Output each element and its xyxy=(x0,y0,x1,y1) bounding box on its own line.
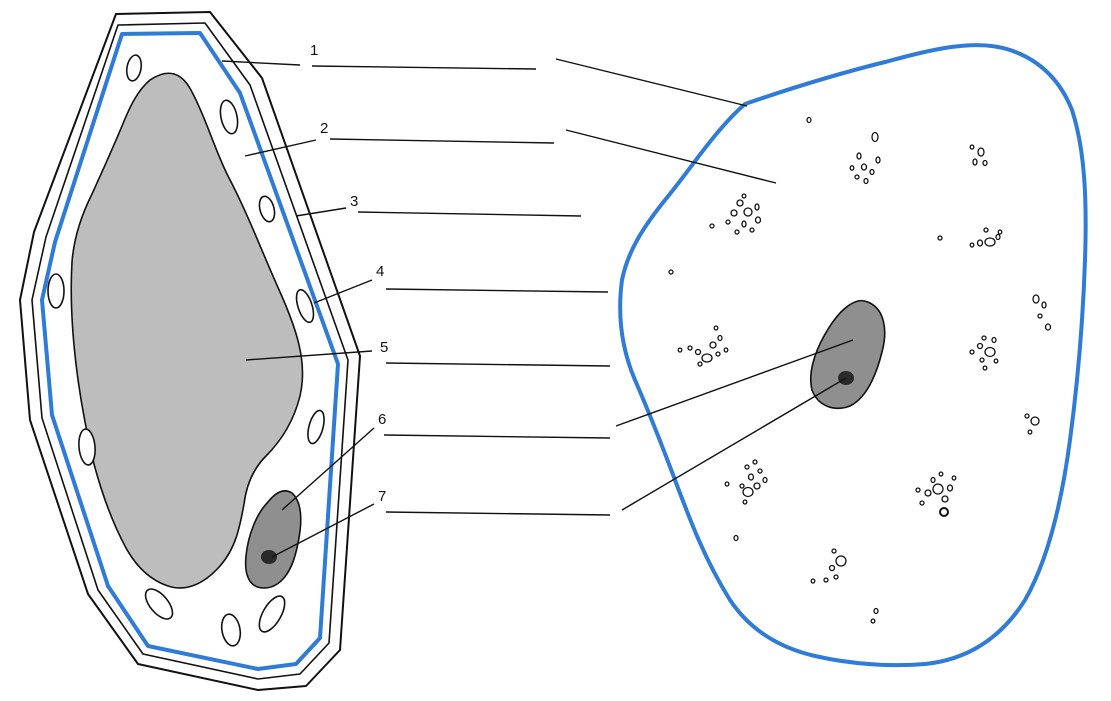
leader-lines xyxy=(221,58,854,558)
label-2: 2 xyxy=(320,120,328,137)
leader-line-2-animal xyxy=(565,129,777,184)
number-labels: 1 2 3 4 5 6 7 xyxy=(310,42,388,505)
animal-cell-nucleus xyxy=(809,299,886,410)
answer-blank-3 xyxy=(357,211,582,217)
label-4: 4 xyxy=(376,263,384,280)
answer-blank-6 xyxy=(383,434,611,439)
label-5: 5 xyxy=(380,339,388,356)
leader-line-3-plant xyxy=(295,207,347,217)
answer-blank-7 xyxy=(385,511,611,516)
plant-cell-vacuole xyxy=(70,72,304,589)
plant-cell-membrane xyxy=(40,31,340,671)
leader-line-1-plant xyxy=(221,60,301,66)
leader-line-4-plant xyxy=(313,279,373,304)
plant-cell-nucleus xyxy=(244,490,302,589)
answer-blank-2 xyxy=(329,138,555,144)
leader-line-6-animal xyxy=(615,339,854,427)
chloroplast xyxy=(258,195,276,223)
animal-cell-organelles xyxy=(668,116,1052,624)
chloroplast xyxy=(307,409,325,445)
chloroplast xyxy=(258,595,286,633)
leader-line-1-animal xyxy=(555,58,748,107)
answer-blank-4 xyxy=(385,288,609,293)
label-1: 1 xyxy=(310,42,318,59)
label-3: 3 xyxy=(350,193,358,210)
chloroplast xyxy=(78,428,96,466)
label-7: 7 xyxy=(378,488,386,505)
plant-cell xyxy=(19,11,361,691)
chloroplast xyxy=(144,588,174,620)
leader-line-7-animal xyxy=(621,377,847,511)
leader-line-6-plant xyxy=(281,427,375,511)
plant-cell-chloroplasts xyxy=(47,54,325,647)
plant-cell-wall-inner xyxy=(31,22,349,680)
chloroplast xyxy=(125,54,143,82)
plant-cell-nucleolus xyxy=(261,550,277,564)
leader-line-7-plant xyxy=(271,503,375,558)
chloroplast xyxy=(219,99,239,135)
label-6: 6 xyxy=(378,411,386,428)
leader-line-5-plant xyxy=(245,350,373,361)
answer-blank-1 xyxy=(311,65,537,70)
leader-line-2-plant xyxy=(244,139,317,157)
chloroplast xyxy=(220,613,242,647)
animal-cell xyxy=(618,43,1088,668)
answer-blank-5 xyxy=(385,362,611,367)
chloroplast xyxy=(47,273,65,309)
chloroplast xyxy=(295,288,315,324)
